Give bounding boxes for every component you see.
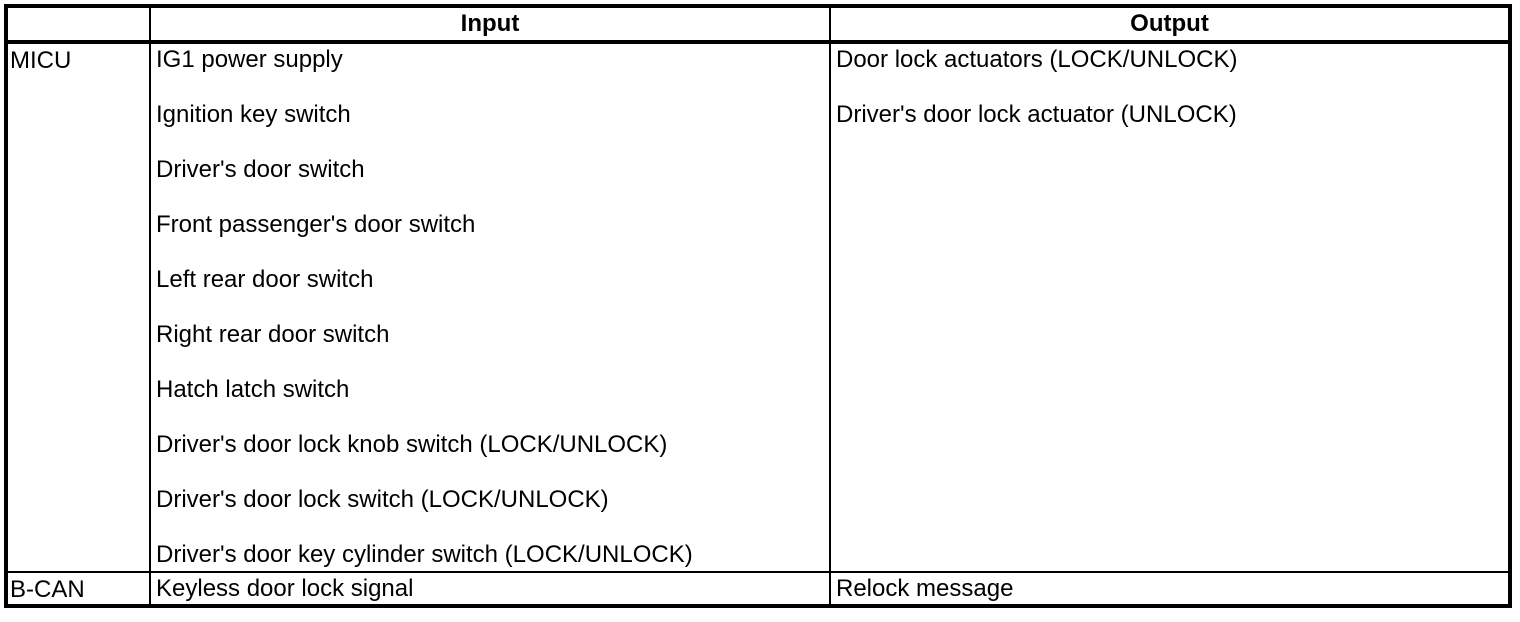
bcan-inputs-cell: Keyless door lock signal [149,571,831,607]
io-item: Right rear door switch [156,321,390,348]
table-row-bcan: B-CAN Keyless door lock signal Relock me… [5,571,1511,607]
io-item: Relock message [836,575,1014,602]
io-item: Driver's door lock switch (LOCK/UNLOCK) [156,486,609,513]
component-label-micu: MICU [5,41,151,573]
header-output-cell: Output [829,5,1511,44]
io-item: Driver's door lock actuator (UNLOCK) [836,101,1237,128]
io-item: Front passenger's door switch [156,211,476,238]
io-item: IG1 power supply [156,46,343,73]
io-item: Driver's door lock knob switch (LOCK/UNL… [156,431,668,458]
io-item: Left rear door switch [156,266,374,293]
header-component-cell [5,5,151,44]
component-label-bcan: B-CAN [5,571,151,607]
micu-outputs-cell: Door lock actuators (LOCK/UNLOCK) Driver'… [829,41,1511,573]
io-item: Ignition key switch [156,101,351,128]
io-item: Door lock actuators (LOCK/UNLOCK) [836,46,1238,73]
header-row: Input Output [5,5,1511,44]
io-item: Driver's door key cylinder switch (LOCK/… [156,541,693,568]
bcan-outputs-cell: Relock message [829,571,1511,607]
io-item: Driver's door switch [156,156,365,183]
header-input-cell: Input [149,5,831,44]
io-item: Hatch latch switch [156,376,350,403]
io-item: Keyless door lock signal [156,575,414,602]
